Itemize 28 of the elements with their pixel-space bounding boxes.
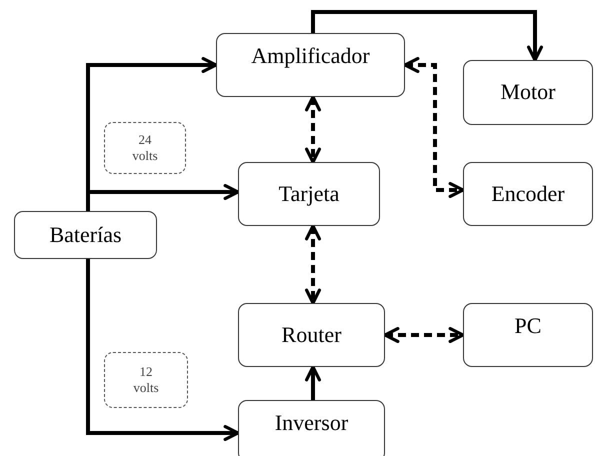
process-box xyxy=(463,303,593,367)
process-box xyxy=(238,162,380,226)
box-label: Tarjeta xyxy=(278,182,340,206)
box-label: Amplificador xyxy=(251,44,370,68)
arrow xyxy=(311,10,543,62)
box-label: PC xyxy=(514,314,542,338)
process-box xyxy=(238,400,385,456)
process-box xyxy=(238,303,385,367)
process-box xyxy=(216,33,405,97)
note-box xyxy=(104,122,186,174)
voltage-label: 24 volts xyxy=(131,132,159,164)
voltage-label: 12 volts xyxy=(132,364,160,396)
box-label: Inversor xyxy=(274,411,348,436)
dashed-arrow xyxy=(305,95,321,164)
box-label: Router xyxy=(282,322,342,348)
arrow xyxy=(86,184,240,211)
box-label: Baterías xyxy=(49,222,122,248)
dashed-arrow xyxy=(305,224,321,305)
arrow xyxy=(305,365,321,400)
arrow xyxy=(86,259,240,441)
dashed-arrow xyxy=(403,57,465,198)
process-box xyxy=(14,211,157,259)
process-box xyxy=(463,162,593,226)
process-box xyxy=(463,60,593,125)
note-box xyxy=(104,352,188,408)
box-label: Motor xyxy=(500,80,556,105)
box-label: Encoder xyxy=(491,182,565,206)
dashed-arrow xyxy=(383,327,465,343)
